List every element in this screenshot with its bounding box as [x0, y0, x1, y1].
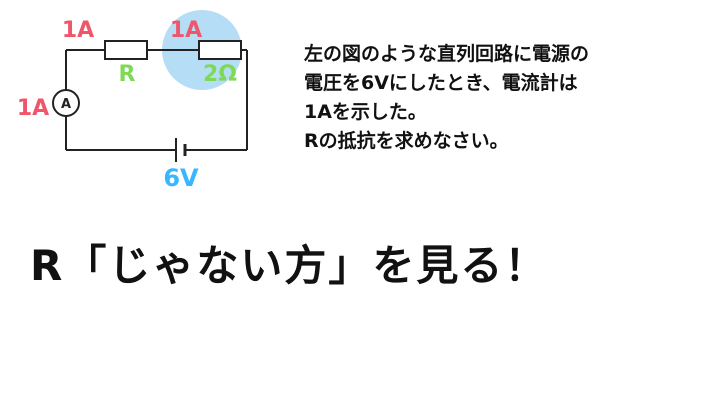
headline: R「じゃない方」を見る！	[30, 241, 549, 290]
problem-line: Rの抵抗を求めなさい。	[304, 130, 509, 152]
current-label-left: 1A	[17, 96, 49, 121]
resistor-2-label: 2Ω	[203, 62, 237, 87]
current-label-top-left: 1A	[62, 18, 94, 43]
ammeter-symbol: A	[61, 97, 71, 112]
circuit-wires	[65, 49, 248, 151]
problem-line: 左の図のような直列回路に電源の	[304, 43, 590, 65]
problem-line: 1Aを示した。	[304, 101, 427, 123]
problem-line: 電圧を6Vにしたとき、電流計は	[304, 72, 578, 94]
ammeter	[52, 89, 80, 117]
problem-statement: 左の図のような直列回路に電源の 電圧を6Vにしたとき、電流計は 1Aを示した。 …	[304, 40, 714, 156]
resistor-2-ohm	[198, 40, 242, 60]
battery-voltage-label: 6V	[163, 164, 199, 192]
current-label-top-right: 1A	[170, 18, 202, 43]
circuit-diagram: A 1A 1A 1A R 2Ω 6V	[17, 10, 248, 192]
resistor-r-label: R	[119, 62, 136, 87]
resistor-r	[104, 40, 148, 60]
